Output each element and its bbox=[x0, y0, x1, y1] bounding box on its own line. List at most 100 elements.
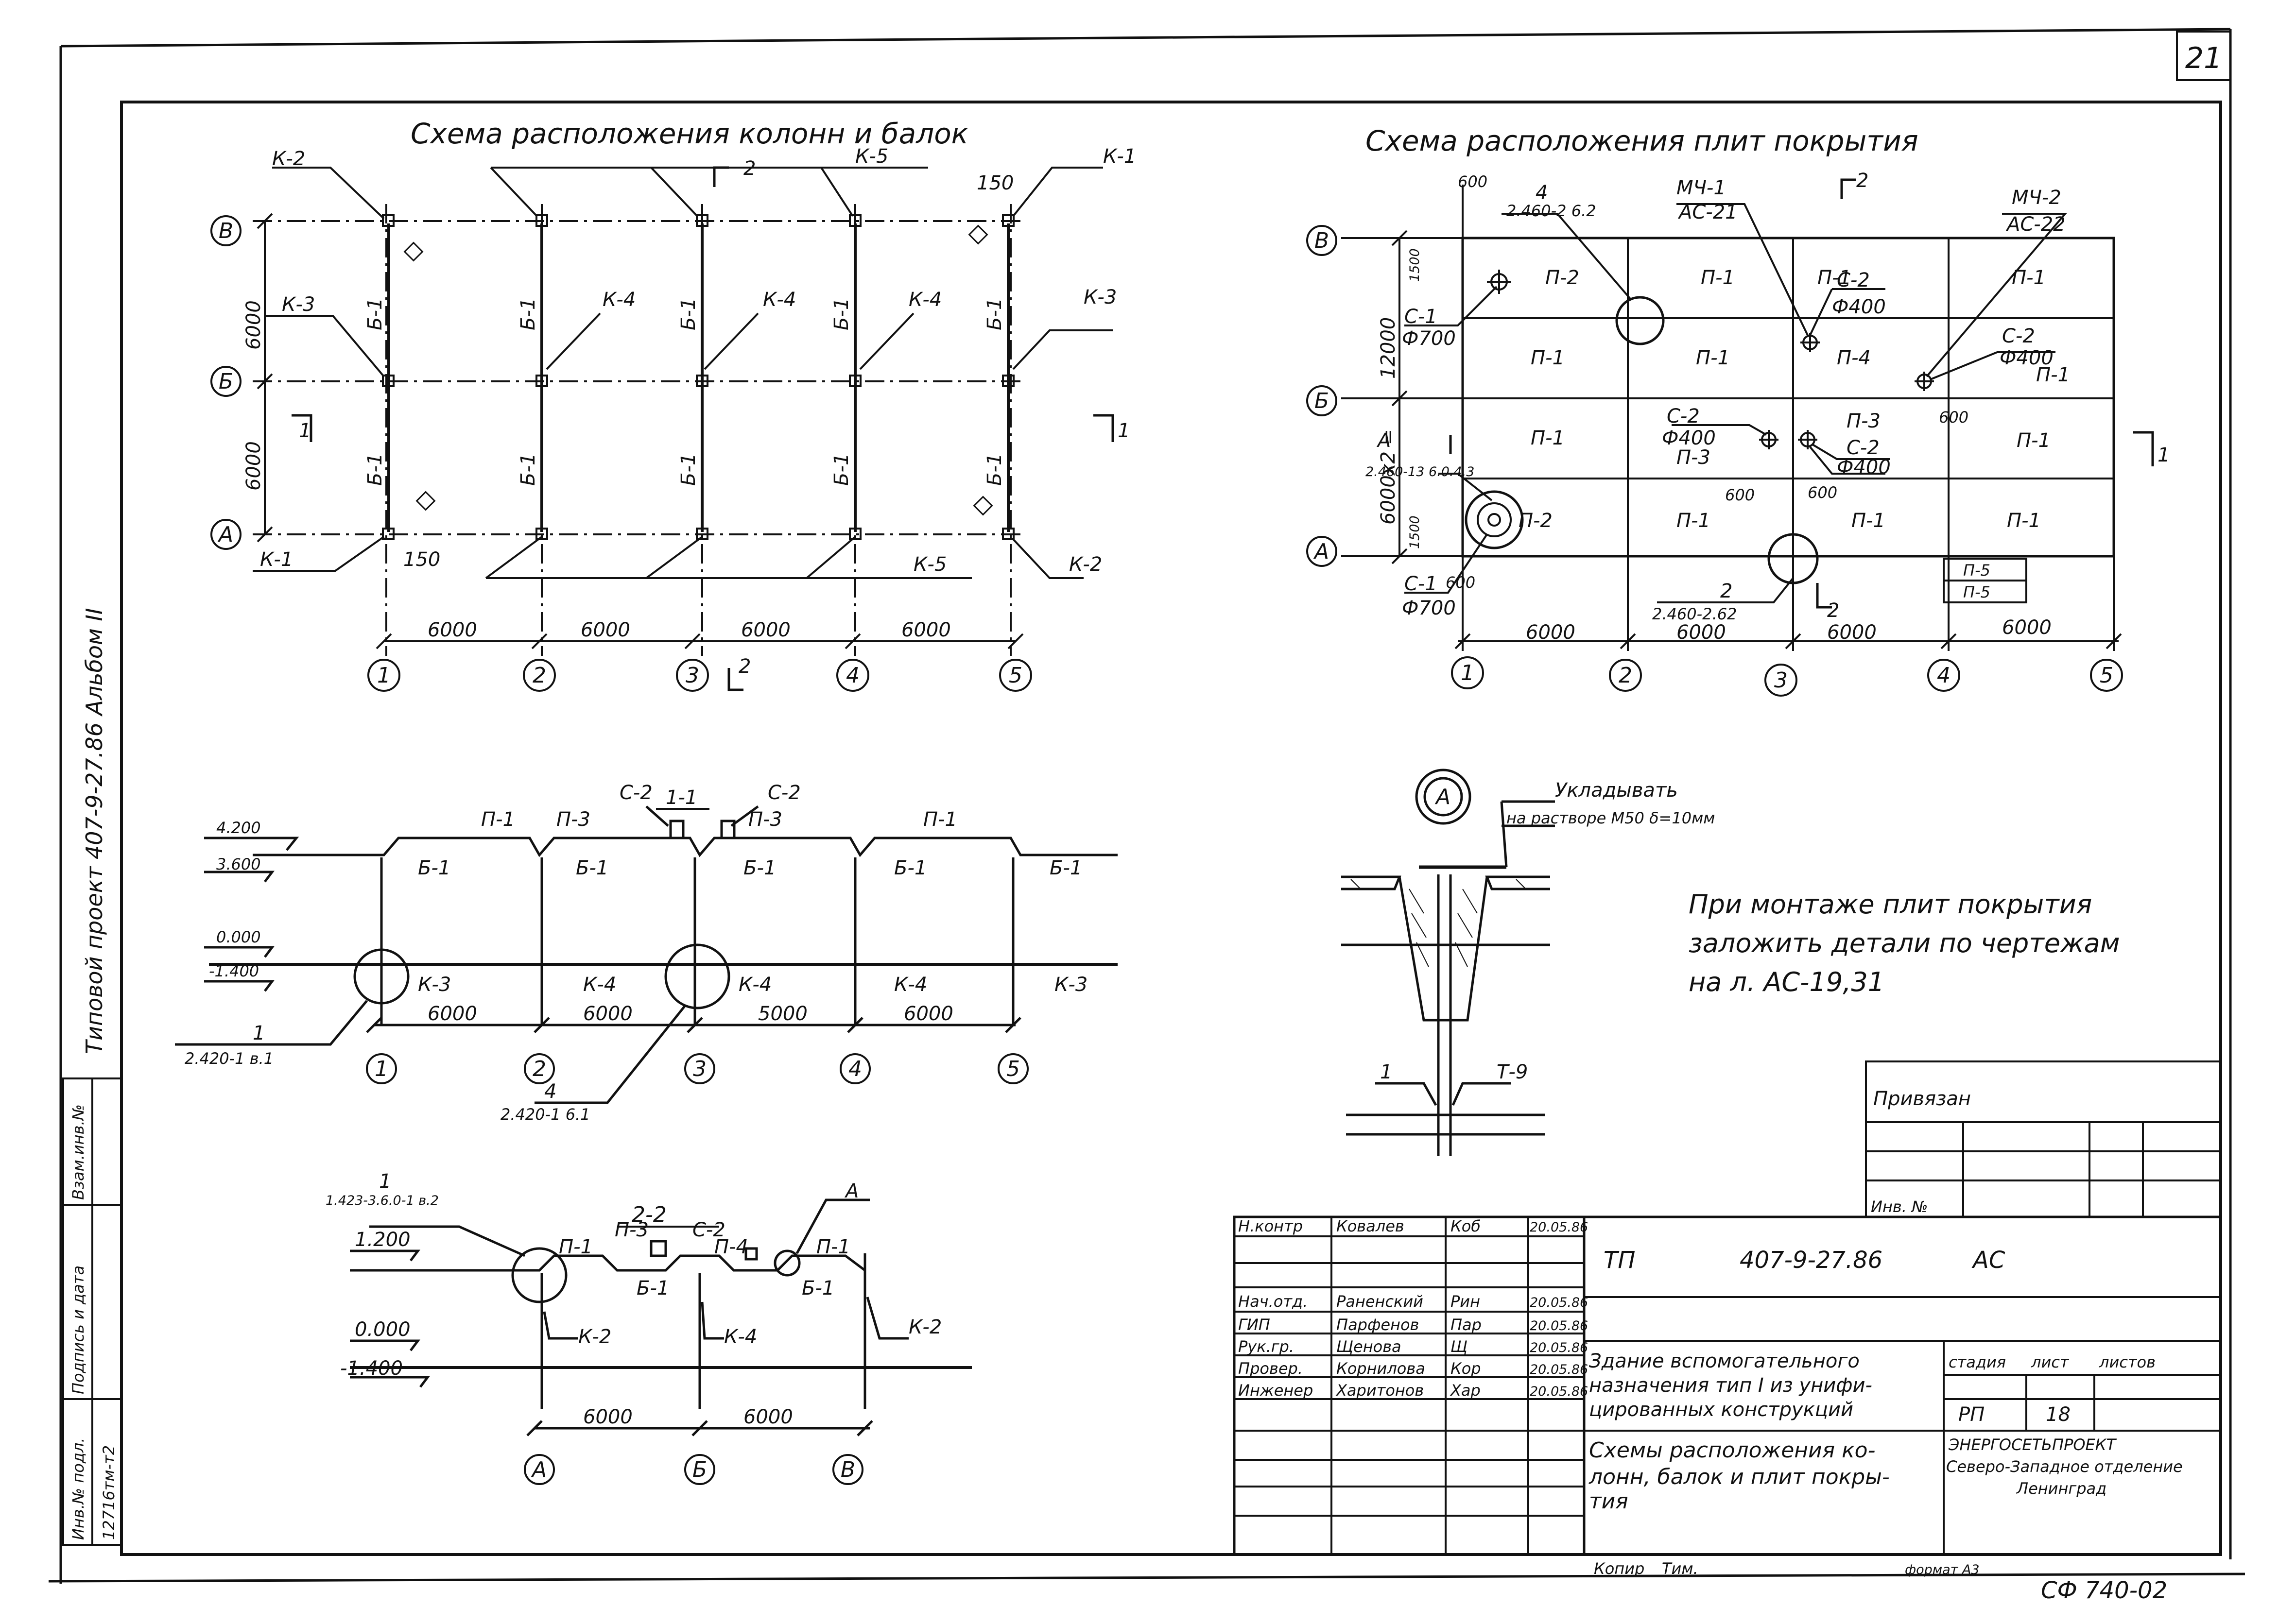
section11-title: 1-1 bbox=[666, 786, 697, 809]
dim-1500-b: 1500 bbox=[1407, 515, 1422, 549]
lbl-k1-bottom: К-1 bbox=[260, 548, 293, 571]
slab-p1-f: П-1 bbox=[2036, 364, 2070, 386]
s11-p1-b: П-1 bbox=[923, 808, 957, 831]
stamp-replace-label: Взам.инв.№ bbox=[69, 1104, 87, 1200]
slab-p1-e: П-1 bbox=[1696, 347, 1730, 369]
s22-em1400: -1.400 bbox=[340, 1357, 403, 1380]
node-a: А Укладывать на растворе М50 δ=10мм 1 Т-… bbox=[1341, 769, 1715, 1156]
lbl-f700-b: Ф700 bbox=[1402, 597, 1456, 619]
staff-date-4: 20.05.86 bbox=[1530, 1362, 1588, 1377]
lbl-f400-a: Ф400 bbox=[1832, 296, 1886, 318]
lbl-n2: 2 bbox=[1720, 580, 1732, 602]
staff-sign-3: Щ bbox=[1450, 1337, 1467, 1356]
slab-p3-b: П-3 bbox=[1676, 446, 1710, 469]
plan2-axis-3: 3 bbox=[1774, 668, 1788, 693]
lbl-k4-c: К-4 bbox=[909, 289, 942, 311]
node-a-note: на растворе М50 δ=10мм bbox=[1506, 809, 1715, 827]
s22-b1-b: Б-1 bbox=[802, 1277, 834, 1299]
sheet-label: лист bbox=[2031, 1353, 2070, 1371]
s11-n1: 1 bbox=[253, 1022, 265, 1044]
lbl-150-top: 150 bbox=[977, 172, 1014, 194]
slab-p1-a: П-1 bbox=[1701, 267, 1735, 289]
staff-date-0: 20.05.86 bbox=[1530, 1220, 1588, 1235]
s11-d6000-b: 6000 bbox=[583, 1003, 633, 1025]
plan1-axis-4: 4 bbox=[846, 663, 860, 688]
bottom-format: формат А3 bbox=[1905, 1562, 1980, 1577]
lbl-f700-a: Ф700 bbox=[1402, 327, 1456, 350]
plan2-axis-v: В bbox=[1314, 228, 1329, 253]
s22-b1-a: Б-1 bbox=[637, 1277, 669, 1299]
s11-b1-b: Б-1 bbox=[576, 857, 608, 879]
slab-p2-b: П-2 bbox=[1519, 510, 1553, 532]
sheet-frame bbox=[48, 28, 2245, 1584]
plan-slabs-title: Схема расположения плит покрытия bbox=[1365, 124, 1918, 157]
plan-slabs: Схема расположения плит покрытия bbox=[1306, 124, 2170, 697]
lbl-refA: 2.460-13 6.0.4.3 bbox=[1365, 464, 1474, 479]
lbl-cut2-top: 2 bbox=[743, 157, 756, 180]
staff-role-2: ГИП bbox=[1238, 1316, 1270, 1334]
section22-title: 2-2 bbox=[632, 1202, 667, 1227]
s22-axis-a: А bbox=[531, 1457, 547, 1482]
staff-role-3: Рук.гр. bbox=[1238, 1337, 1294, 1356]
stamp-inv-value: 12716тм-т2 bbox=[100, 1445, 118, 1540]
staff-name-4: Корнилова bbox=[1336, 1359, 1425, 1378]
staff-role-5: Инженер bbox=[1238, 1381, 1313, 1400]
s11-c2-b: С-2 bbox=[768, 782, 801, 804]
lbl-k3-left: К-3 bbox=[282, 293, 315, 316]
section-2-2: 2-2 А Б В 1 1.423-3.6.0-1 в.2 1. bbox=[326, 1170, 972, 1485]
s11-axis-5: 5 bbox=[1006, 1057, 1020, 1081]
lbl-b1-2b: Б-1 bbox=[517, 453, 539, 486]
dim-1500-a: 1500 bbox=[1407, 248, 1422, 282]
node-a-t9: Т-9 bbox=[1497, 1061, 1528, 1083]
s11-d5000: 5000 bbox=[758, 1003, 808, 1025]
s22-p1-b: П-1 bbox=[816, 1236, 850, 1258]
dim-6000-v2: 6000 bbox=[242, 441, 265, 491]
lbl-k2-top: К-2 bbox=[272, 148, 305, 170]
mounting-note-line2: заложить детали по чертежам bbox=[1689, 928, 2120, 958]
s11-k4-c: К-4 bbox=[894, 974, 927, 996]
lbl-ac22: АС-22 bbox=[2005, 213, 2066, 236]
title-block bbox=[1233, 1215, 2222, 1556]
dim-s6000-4: 6000 bbox=[2002, 616, 2052, 639]
bottom-code: СФ 740-02 bbox=[2041, 1577, 2167, 1604]
stamp-inv-label: Инв.№ подл. bbox=[69, 1437, 87, 1540]
lbl-ac21: АС-21 bbox=[1677, 201, 1738, 223]
dim-6000-v1: 6000 bbox=[242, 300, 265, 350]
plan2-axis-b: Б bbox=[1314, 389, 1329, 413]
staff-sign-1: Рин bbox=[1450, 1292, 1480, 1311]
lbl-k4-a: К-4 bbox=[603, 289, 636, 311]
dim-600-a: 600 bbox=[1458, 172, 1487, 191]
s11-ref1: 2.420-1 в.1 bbox=[185, 1049, 274, 1068]
staff-sign-4: Кор bbox=[1450, 1359, 1481, 1378]
lbl-f400-b: Ф400 bbox=[2000, 347, 2054, 369]
mounting-note-line3: на л. АС-19,31 bbox=[1689, 967, 1884, 997]
s22-nA: А bbox=[844, 1180, 859, 1202]
s22-d6000-b: 6000 bbox=[743, 1406, 793, 1428]
s22-e1200: 1.200 bbox=[355, 1229, 411, 1251]
lbl-c2-b: С-2 bbox=[2002, 325, 2035, 347]
plan2-axis-a: А bbox=[1313, 539, 1329, 564]
lbl-b1-5b: Б-1 bbox=[984, 453, 1006, 486]
s22-c2: С-2 bbox=[692, 1219, 725, 1241]
lbl-f400-d: Ф400 bbox=[1837, 456, 1891, 479]
lbl-b1-3a: Б-1 bbox=[677, 298, 700, 330]
side-project-note: Типовой проект 407-9-27.86 Альбом II bbox=[81, 608, 107, 1054]
s11-em1400: -1.400 bbox=[209, 962, 259, 980]
node-a-lbl1: 1 bbox=[1380, 1061, 1392, 1083]
s22-ref1: 1.423-3.6.0-1 в.2 bbox=[326, 1193, 439, 1208]
object-name-1: Здание вспомогательного bbox=[1589, 1350, 1860, 1372]
s22-e0: 0.000 bbox=[355, 1318, 411, 1341]
code-main: 407-9-27.86 bbox=[1740, 1247, 1882, 1274]
lbl-k5-top: К-5 bbox=[855, 145, 888, 168]
s11-c2-a: С-2 bbox=[620, 782, 653, 804]
stamp-sign-label: Подпись и дата bbox=[69, 1265, 87, 1394]
s11-k4-a: К-4 bbox=[583, 974, 616, 996]
privyazan-inv: Инв. № bbox=[1871, 1197, 1928, 1216]
s11-ref4: 2.420-1 6.1 bbox=[501, 1105, 590, 1124]
lbl-cut2b: 2 bbox=[1827, 599, 1839, 622]
plan1-axis-b: Б bbox=[219, 369, 233, 394]
dim-6000-h3: 6000 bbox=[741, 619, 791, 641]
privyazan-block bbox=[1865, 1060, 2222, 1218]
dim-600-e: 600 bbox=[1446, 573, 1475, 592]
